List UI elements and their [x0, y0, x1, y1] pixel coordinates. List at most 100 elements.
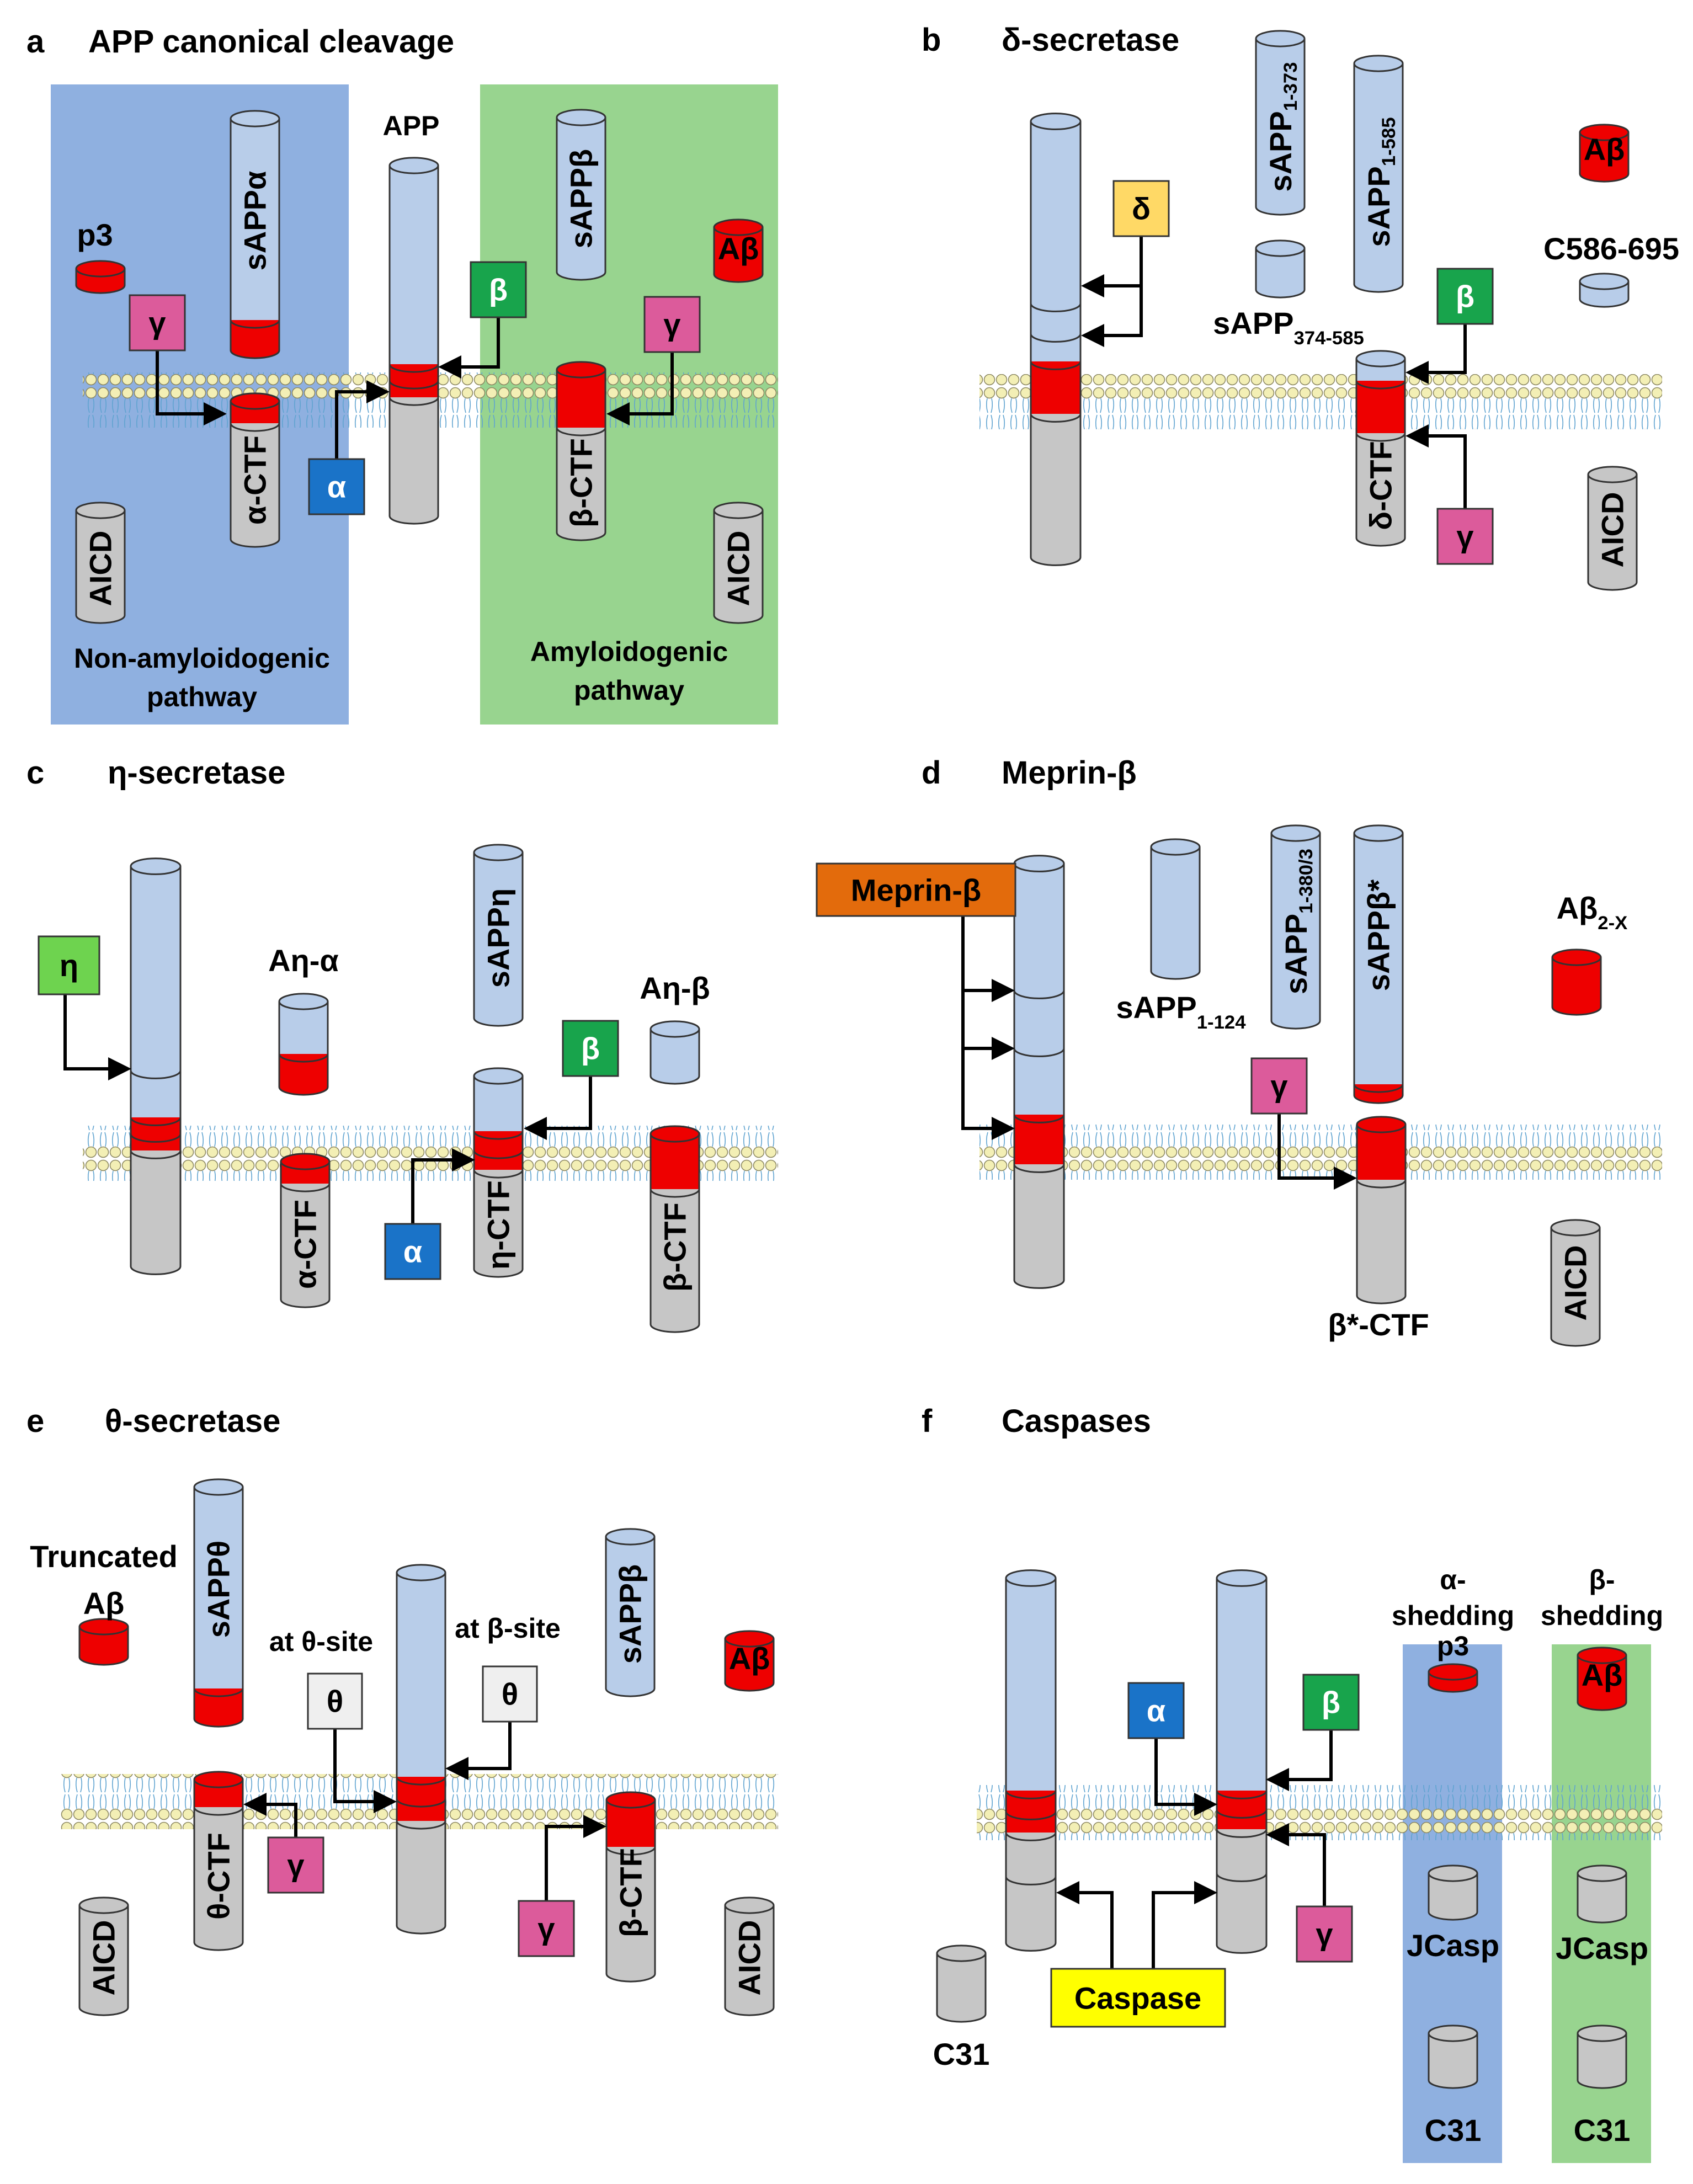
sapp1-380-label: sAPP1-380/3 [1279, 849, 1317, 994]
membrane-b [979, 374, 1662, 429]
abeta-e [724, 1630, 775, 1692]
bstarctf-label: β*-CTF [1328, 1307, 1429, 1342]
abeta-label-b: Aβ [1584, 132, 1625, 167]
actf-a [230, 392, 280, 548]
panel-d-letter: d [922, 755, 941, 791]
caspase-arrow-f-right [1152, 1881, 1217, 1969]
gamma-arrow-a-left [156, 350, 227, 425]
aicd-label-e-left: AICD [87, 1920, 121, 1996]
c31-f-beta [1577, 2025, 1627, 2089]
membrane-f [977, 1785, 1662, 1840]
panel-c-letter: c [26, 755, 44, 791]
caspase-box-label: Caspase [1074, 1981, 1201, 2016]
beta-arrow-f [1266, 1730, 1333, 1791]
dctf-label: δ-CTF [1364, 441, 1398, 530]
thetactf-e [193, 1771, 244, 1951]
theta-box-e-right [482, 1665, 538, 1723]
aeta-b-label: Aη-β [640, 971, 710, 1005]
aicd-b [1587, 466, 1638, 591]
panel-a-letter: a [26, 24, 45, 60]
ab2x-d [1551, 949, 1602, 1016]
c586-695-label: C586-695 [1543, 231, 1679, 266]
c31-label-beta: C31 [1574, 2113, 1631, 2148]
aicd-label-a-left: AICD [83, 531, 118, 606]
alpha-box-f-label: α [1147, 1693, 1165, 1728]
sappb-a [556, 109, 606, 281]
panel-e-title: θ-secretase [105, 1403, 280, 1439]
dctf-b [1355, 350, 1406, 547]
etactf-c [473, 1067, 524, 1278]
jcasp-label-beta: JCasp [1556, 1931, 1648, 1965]
aicd-label-e-right: AICD [732, 1920, 767, 1996]
alpha-box-a [308, 458, 365, 515]
beta-box-f [1302, 1674, 1360, 1731]
gamma-box-e-right-label: γ [537, 1911, 555, 1946]
delta-arrow-b-lower [1081, 236, 1143, 347]
abeta-a [713, 219, 764, 283]
beta-box-c [562, 1020, 619, 1077]
meprin-box-label: Meprin-β [851, 873, 981, 908]
abeta-label-f: Aβ [1582, 1658, 1623, 1692]
gamma-box-a-left-label: γ [148, 306, 166, 340]
gamma-arrow-d [1277, 1114, 1357, 1190]
aicd-label-a-right: AICD [721, 531, 756, 606]
beta-shedding-text-1: β- [1589, 1564, 1615, 1595]
aeta-a-label: Aη-α [268, 943, 339, 978]
delta-box-b-label: δ [1132, 191, 1151, 226]
c31-label-f: C31 [933, 2037, 990, 2071]
sappb-label: sAPPβ [564, 149, 599, 248]
app-full-d [1013, 855, 1065, 1289]
panel-b-letter: b [922, 22, 941, 58]
eta-box-c-label: η [60, 948, 78, 983]
alpha-arrow-c [411, 1148, 475, 1224]
eta-arrow-c [63, 994, 131, 1080]
sappbstar-label: sAPPβ* [1361, 880, 1396, 991]
gamma-box-e-left-label: γ [287, 1848, 304, 1883]
theta-arrow-e-right [445, 1722, 512, 1780]
aicd-e-left [78, 1897, 129, 2016]
membrane-d [979, 1125, 1662, 1180]
sappeta-c [473, 844, 524, 1027]
actf-c [280, 1153, 331, 1308]
panel-f-title: Caspases [1002, 1403, 1151, 1439]
theta-box-e-left [307, 1672, 363, 1730]
bctf-e [605, 1791, 656, 1983]
jcasp-label-alpha: JCasp [1407, 1928, 1499, 1963]
theta-box-e-right-label: θ [502, 1677, 518, 1712]
gamma-box-a-right [643, 296, 701, 353]
alpha-shedding-text-2: shedding [1392, 1600, 1514, 1631]
sappbstar-d [1353, 824, 1404, 1104]
sappeta-label: sAPPη [481, 888, 516, 988]
beta-box-a-label: β [489, 273, 508, 307]
gamma-arrow-e-left [243, 1793, 297, 1837]
theta-box-e-left-label: θ [327, 1684, 343, 1719]
meprin-box [816, 862, 1016, 917]
gamma-box-f-label: γ [1316, 1917, 1333, 1952]
c586-695-b [1579, 273, 1630, 308]
alpha-box-c-label: α [403, 1234, 422, 1269]
sapp1-373-b [1255, 30, 1306, 216]
panel-d-title: Meprin-β [1002, 755, 1137, 791]
bctf-a [556, 361, 606, 541]
sapptheta-e [193, 1478, 244, 1728]
sapp374-585-label: sAPP374-585 [1213, 306, 1364, 349]
etactf-label: η-CTF [481, 1180, 516, 1270]
gamma-arrow-b [1405, 424, 1467, 509]
at-theta-label: at θ-site [269, 1626, 373, 1657]
c31-label-alpha: C31 [1425, 2113, 1482, 2148]
c31-f-alpha [1428, 2025, 1478, 2089]
truncated-ab-e [78, 1618, 129, 1666]
beta-arrow-c [524, 1076, 592, 1140]
bctf-c [649, 1125, 700, 1333]
sappb-label-e: sAPPβ [613, 1564, 648, 1664]
amyloidogenic-text-2: pathway [574, 675, 684, 706]
abeta-label-a: Aβ [718, 231, 759, 266]
sapp1-380-d [1270, 824, 1321, 1030]
alpha-shedding-text-1: α- [1440, 1564, 1466, 1595]
actf-label: α-CTF [238, 435, 273, 525]
sapp1-124-d [1150, 838, 1201, 980]
panel-b-title: δ-secretase [1002, 22, 1179, 58]
p3-label-f: p3 [1437, 1631, 1469, 1661]
beta-box-f-label: β [1322, 1685, 1340, 1720]
